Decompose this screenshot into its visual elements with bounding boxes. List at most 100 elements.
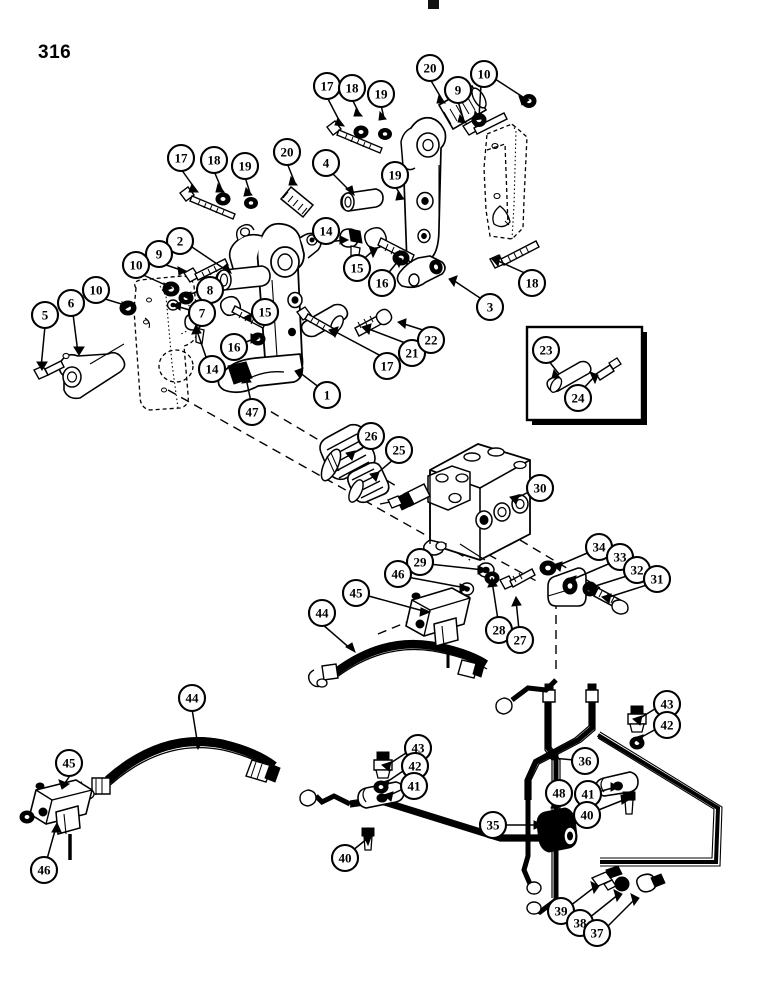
block-33	[547, 567, 587, 607]
bolt-9-left	[182, 258, 229, 283]
bolt-22	[354, 308, 393, 337]
callout-number: 6	[68, 296, 75, 311]
callout-number: 25	[393, 443, 407, 458]
callout-number: 45	[63, 756, 77, 771]
washer-10-b	[521, 94, 537, 108]
callout-bubble	[380, 160, 410, 190]
callout-19: 19	[380, 160, 410, 190]
callout-number: 35	[487, 818, 501, 833]
callout-bubble	[166, 143, 196, 173]
pin-21	[300, 303, 349, 338]
callout-42: 42	[652, 710, 682, 740]
callout-14: 14	[197, 354, 227, 384]
callout-35: 35	[478, 810, 508, 840]
callout-number: 39	[555, 904, 569, 919]
callout-bubble	[121, 250, 151, 280]
fastener-group-upper-center	[326, 120, 392, 154]
callout-number: 18	[346, 81, 360, 96]
callout-bubble	[469, 59, 499, 89]
callout-bubble	[478, 810, 508, 840]
callout-9: 9	[443, 75, 473, 105]
callout-number: 1	[324, 388, 331, 403]
callout-number: 14	[206, 362, 220, 377]
callout-number: 2	[177, 234, 184, 249]
callout-bubble	[187, 298, 217, 328]
hose-44-lower	[74, 737, 281, 800]
callout-46: 46	[29, 855, 59, 885]
callout-number: 42	[661, 718, 674, 733]
callout-15: 15	[342, 253, 372, 283]
hose-fitting-block-45-lower	[29, 779, 93, 860]
callout-9: 9	[144, 239, 174, 269]
callout-bubble	[642, 564, 672, 594]
callout-bubble	[415, 53, 445, 83]
callout-4: 4	[311, 148, 341, 178]
callout-23: 23	[531, 335, 561, 365]
callout-22: 22	[416, 325, 446, 355]
callout-bubble	[177, 683, 207, 713]
callout-bubble	[517, 268, 547, 298]
callout-17: 17	[166, 143, 196, 173]
callout-45: 45	[54, 748, 84, 778]
callout-number: 47	[246, 405, 260, 420]
callout-bubble	[366, 79, 396, 109]
callout-36: 36	[570, 746, 600, 776]
callout-number: 19	[375, 87, 389, 102]
callout-29: 29	[405, 547, 435, 577]
hydraulic-tube-35	[299, 683, 561, 916]
callout-bubble	[272, 137, 302, 167]
callout-number: 20	[424, 61, 437, 76]
callout-45: 45	[341, 578, 371, 608]
callout-24: 24	[563, 383, 593, 413]
callout-bubble	[372, 351, 402, 381]
callout-number: 17	[175, 151, 189, 166]
callout-47: 47	[237, 397, 267, 427]
callout-bubble	[312, 380, 342, 410]
callout-bubble	[144, 239, 174, 269]
callout-bubble	[30, 300, 60, 330]
callout-number: 44	[316, 606, 330, 621]
mounting-bracket-phantom-right	[483, 123, 528, 240]
callout-bubble	[570, 746, 600, 776]
callout-37: 37	[582, 918, 612, 948]
callout-bubble	[311, 148, 341, 178]
callout-number: 34	[593, 540, 607, 555]
callout-46: 46	[383, 559, 413, 589]
callout-bubble	[311, 216, 341, 246]
callout-number: 48	[553, 786, 567, 801]
callout-10: 10	[121, 250, 151, 280]
callout-number: 43	[412, 741, 426, 756]
callout-number: 10	[478, 67, 491, 82]
clip-39	[590, 865, 623, 891]
callout-number: 46	[38, 863, 52, 878]
callout-bubble	[337, 73, 367, 103]
washer-18	[215, 192, 231, 206]
hydraulic-tube-right-angle	[596, 731, 723, 867]
callout-number: 16	[228, 340, 242, 355]
callout-17: 17	[312, 71, 342, 101]
callout-leaders	[36, 76, 659, 929]
callout-3: 3	[475, 292, 505, 322]
callout-number: 36	[579, 754, 593, 769]
callout-bubble	[356, 421, 386, 451]
callout-bubble	[250, 297, 280, 327]
callout-bubble	[165, 226, 195, 256]
callout-number: 10	[90, 283, 103, 298]
callout-bubble	[505, 625, 535, 655]
callout-14: 14	[311, 216, 341, 246]
bolt-17	[179, 186, 236, 220]
callout-19: 19	[366, 79, 396, 109]
washer-18-upper	[353, 125, 369, 139]
callout-20: 20	[272, 137, 302, 167]
callout-44: 44	[177, 683, 207, 713]
callout-number: 16	[376, 276, 390, 291]
callout-bubble	[230, 151, 260, 181]
callout-bubble	[219, 332, 249, 362]
callout-number: 14	[320, 224, 334, 239]
callout-28: 28	[484, 615, 514, 645]
callout-17: 17	[372, 351, 402, 381]
fastener-group-valve	[459, 562, 536, 596]
callout-number: 43	[661, 697, 675, 712]
callout-bubble	[330, 843, 360, 873]
